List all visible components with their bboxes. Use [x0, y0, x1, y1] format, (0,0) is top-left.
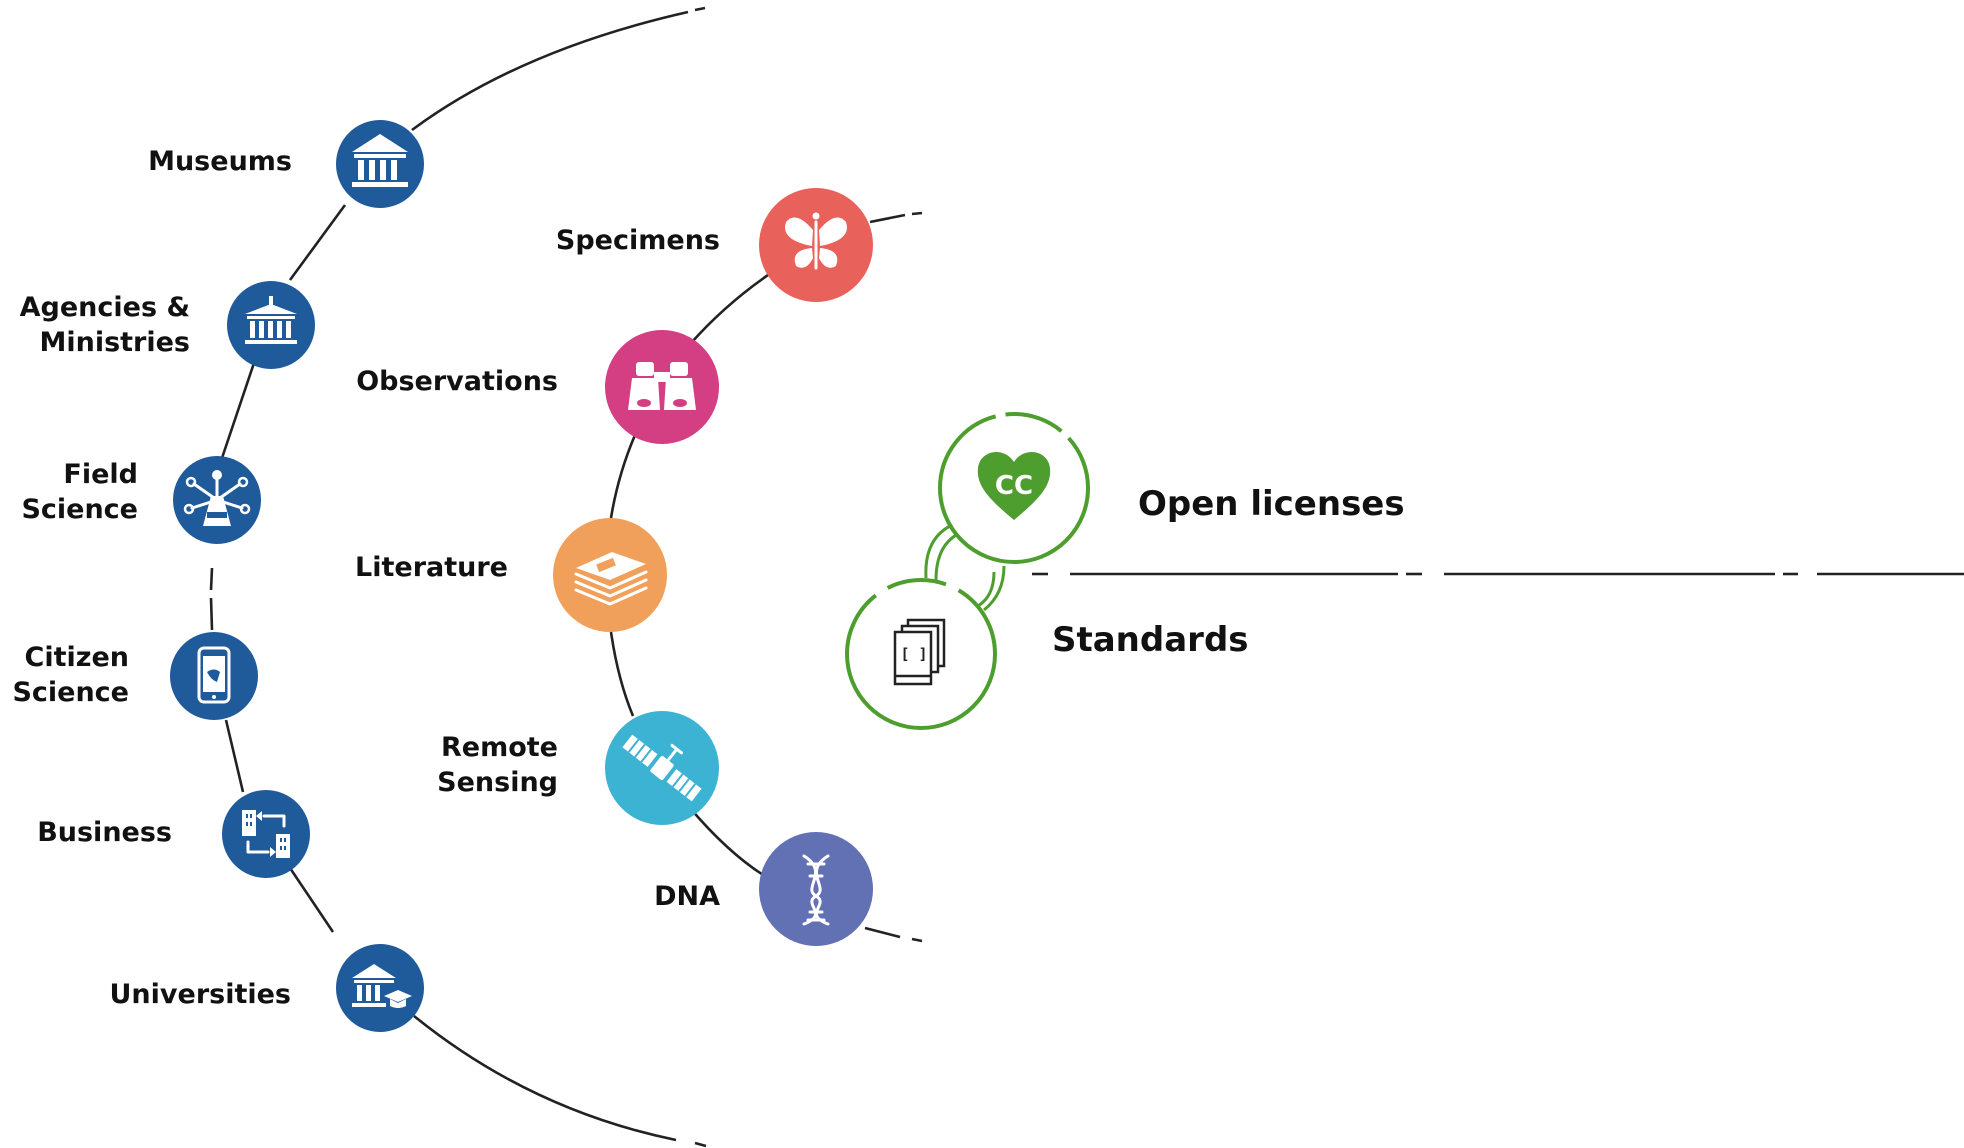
- label-field-science-line1: Field: [63, 459, 138, 490]
- datatype-node-dna: [759, 832, 873, 946]
- source-node-agencies: [227, 281, 315, 369]
- label-standards: Standards: [1052, 620, 1249, 660]
- label-business: Business: [37, 817, 172, 848]
- source-node-field-science: [173, 456, 261, 544]
- university-graduation-icon: [352, 964, 412, 1008]
- source-labels: Museums Agencies & Ministries Field Scie…: [12, 146, 292, 1010]
- datatype-node-specimens: [759, 188, 873, 302]
- output-labels: Open licenses Standards: [1052, 484, 1405, 660]
- document-brackets-icon: [ ]: [893, 618, 946, 686]
- label-citizen-science-line1: Citizen: [25, 642, 129, 673]
- cc-heart-icon: CC: [977, 451, 1051, 520]
- label-specimens: Specimens: [556, 225, 720, 256]
- datatype-node-observations: [605, 330, 719, 444]
- data-types-arc: [609, 211, 923, 943]
- museum-columns-icon: [352, 134, 408, 187]
- label-remote-sensing-line2: Sensing: [437, 767, 558, 798]
- label-museums: Museums: [148, 146, 292, 177]
- government-building-icon: [245, 296, 297, 344]
- label-dna: DNA: [654, 881, 720, 912]
- label-agencies-line1: Agencies &: [20, 292, 190, 323]
- label-citizen-science-line2: Science: [12, 677, 129, 708]
- sources-arc: [209, 6, 707, 1148]
- smartphone-bird-icon: [197, 646, 231, 704]
- label-observations: Observations: [356, 366, 558, 397]
- label-field-science-line2: Science: [21, 494, 138, 525]
- field-science-network-icon: [183, 470, 251, 526]
- source-node-universities: [336, 944, 424, 1032]
- data-type-labels: Specimens Observations Literature Remote…: [355, 225, 720, 912]
- source-node-citizen-science: [170, 632, 258, 720]
- datatype-node-remote-sensing: [605, 711, 719, 825]
- label-open-licenses: Open licenses: [1138, 484, 1405, 524]
- label-remote-sensing-line1: Remote: [441, 732, 558, 763]
- satellite-icon: [622, 734, 702, 802]
- label-agencies-line2: Ministries: [39, 327, 190, 358]
- label-literature: Literature: [355, 552, 508, 583]
- books-stack-icon: [574, 552, 648, 606]
- source-node-business: [222, 790, 310, 878]
- butterfly-icon: [785, 212, 847, 270]
- standards-bracket-text: [ ]: [900, 645, 927, 663]
- output-node-open-licenses: CC: [938, 412, 1090, 564]
- datatype-node-literature: [553, 518, 667, 632]
- output-link-rings: [924, 524, 1006, 612]
- source-node-museums: [336, 120, 424, 208]
- output-node-standards: [ ]: [845, 578, 997, 730]
- binoculars-icon: [628, 362, 696, 410]
- cc-text: CC: [995, 471, 1033, 501]
- business-exchange-icon: [242, 810, 290, 858]
- label-universities: Universities: [110, 979, 292, 1010]
- dna-helix-icon: [802, 854, 830, 926]
